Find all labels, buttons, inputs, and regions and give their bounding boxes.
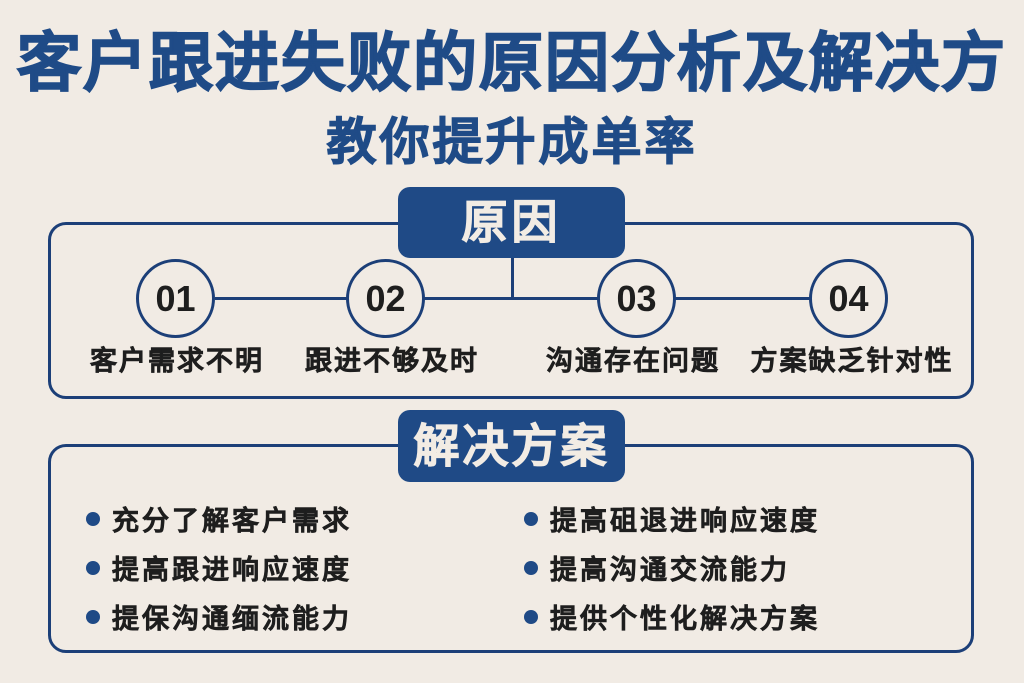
connector-line-03-04 xyxy=(674,297,811,300)
reasons-heading-badge: 原因 xyxy=(398,187,625,258)
reason-number-02: 02 xyxy=(346,259,425,338)
solutions-list-left: 充分了解客户需求 提高跟进响应速度 提保沟通缅流能力 xyxy=(86,494,352,641)
bullet-icon xyxy=(86,609,100,624)
reason-label-02: 跟进不够及时 xyxy=(305,346,479,378)
connector-line-02-03 xyxy=(424,297,599,300)
page-subtitle: 教你提升成单率 xyxy=(326,113,698,172)
solution-item: 提高沟通交流能力 xyxy=(524,543,820,592)
bullet-icon xyxy=(524,609,538,624)
badge-connector-line xyxy=(511,258,514,299)
reason-number-01: 01 xyxy=(136,259,215,338)
reason-label-01: 客户需求不明 xyxy=(90,346,264,378)
solution-item: 提高砠退进响应速度 xyxy=(524,494,820,543)
solution-item: 提供个性化解决方案 xyxy=(524,592,820,641)
reason-label-03: 沟通存在问题 xyxy=(546,346,720,378)
reason-number-03: 03 xyxy=(597,259,676,338)
solution-text: 提高沟通交流能力 xyxy=(550,555,790,587)
solution-item: 提高跟进响应速度 xyxy=(86,543,352,592)
solution-item: 充分了解客户需求 xyxy=(86,494,352,543)
solution-item: 提保沟通缅流能力 xyxy=(86,592,352,641)
bullet-icon xyxy=(86,511,100,526)
bullet-icon xyxy=(86,560,100,575)
solution-text: 提保沟通缅流能力 xyxy=(112,604,352,636)
solution-text: 提供个性化解决方案 xyxy=(550,604,820,636)
solution-text: 提高砠退进响应速度 xyxy=(550,506,820,538)
solutions-list-right: 提高砠退进响应速度 提高沟通交流能力 提供个性化解决方案 xyxy=(524,494,820,641)
reason-label-04: 方案缺乏针对性 xyxy=(750,346,954,378)
reason-number-04: 04 xyxy=(809,259,888,338)
solution-text: 提高跟进响应速度 xyxy=(112,555,352,587)
connector-line-01-02 xyxy=(215,297,349,300)
bullet-icon xyxy=(524,560,538,575)
solutions-heading-badge: 解决方案 xyxy=(398,410,625,482)
solution-text: 充分了解客户需求 xyxy=(112,506,352,538)
page-title: 客户跟进失败的原因分析及解决方 xyxy=(16,26,1007,102)
bullet-icon xyxy=(524,511,538,526)
